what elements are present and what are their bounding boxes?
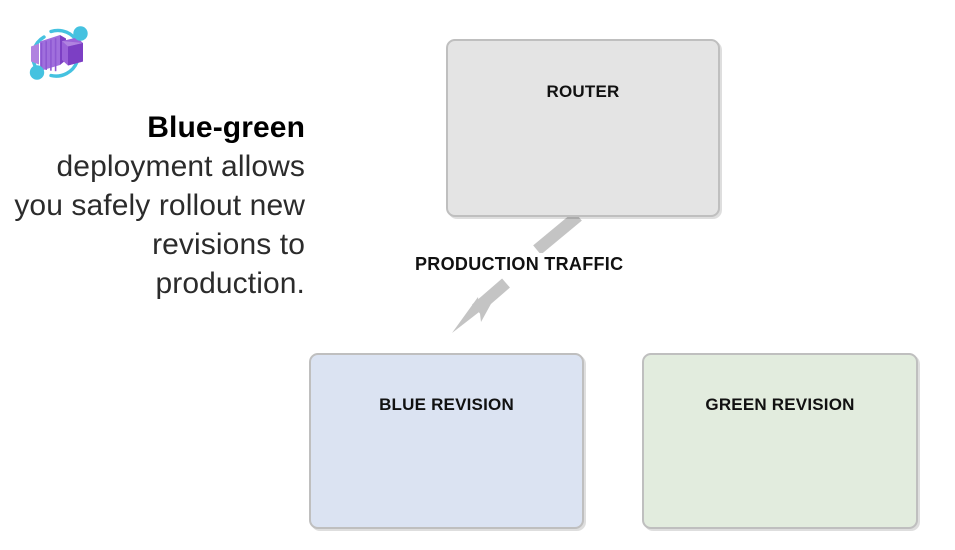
- azure-container-apps-icon: [18, 16, 94, 92]
- node-blue-revision-label: BLUE REVISION: [379, 395, 514, 414]
- node-router[interactable]: ROUTER: [446, 39, 720, 217]
- caption-lead: Blue-green: [147, 111, 305, 144]
- node-green-revision[interactable]: GREEN REVISION: [642, 353, 918, 529]
- node-green-revision-label: GREEN REVISION: [705, 395, 855, 414]
- caption-text: Blue-green deployment allows you safely …: [5, 108, 305, 303]
- production-traffic-label: PRODUCTION TRAFFIC: [411, 253, 628, 276]
- caption-rest: deployment allows you safely rollout new…: [14, 150, 305, 300]
- node-router-label: ROUTER: [546, 82, 620, 101]
- node-blue-revision[interactable]: BLUE REVISION: [309, 353, 584, 529]
